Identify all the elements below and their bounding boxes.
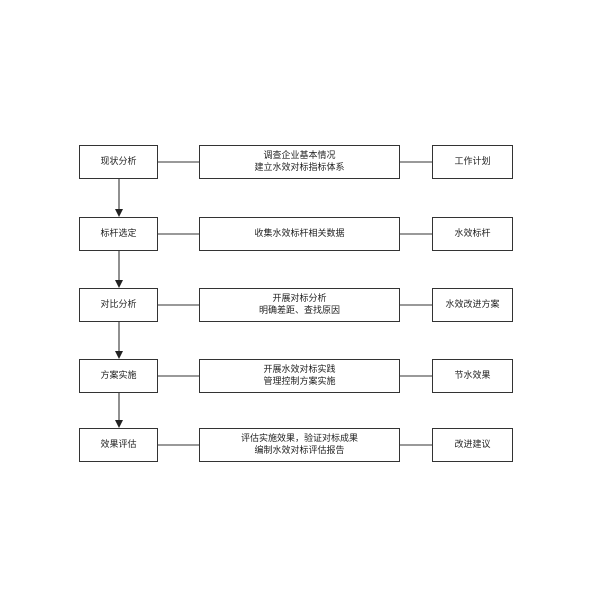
output-label: 工作计划 [454, 157, 491, 167]
detail-line: 明确差距、查找原因 [258, 306, 340, 316]
output-label: 水效改进方案 [445, 300, 500, 310]
step-box-comparative-analysis: 对比分析 [79, 288, 158, 322]
detail-line: 编制水效对标评估报告 [254, 446, 345, 456]
step-label: 效果评估 [100, 440, 137, 450]
detail-box-benchmark-selection: 收集水效标杆相关数据 [199, 217, 400, 251]
step-box-current-analysis: 现状分析 [79, 145, 158, 179]
detail-line: 评估实施效果，验证对标成果 [240, 434, 358, 444]
step-box-effect-evaluation: 效果评估 [79, 428, 158, 462]
output-box-work-plan: 工作计划 [432, 145, 513, 179]
detail-line: 建立水效对标指标体系 [254, 163, 345, 173]
output-box-water-benchmark: 水效标杆 [432, 217, 513, 251]
detail-line: 开展水效对标实践 [263, 365, 336, 375]
output-box-improvement-suggestions: 改进建议 [432, 428, 513, 462]
detail-box-comparative-analysis: 开展对标分析 明确差距、查找原因 [199, 288, 400, 322]
step-label: 方案实施 [100, 371, 137, 381]
detail-box-plan-implementation: 开展水效对标实践 管理控制方案实施 [199, 359, 400, 393]
step-box-benchmark-selection: 标杆选定 [79, 217, 158, 251]
detail-line: 调查企业基本情况 [263, 151, 336, 161]
detail-line: 收集水效标杆相关数据 [254, 229, 345, 239]
output-label: 节水效果 [454, 371, 491, 381]
step-box-plan-implementation: 方案实施 [79, 359, 158, 393]
detail-line: 开展对标分析 [272, 294, 327, 304]
detail-box-effect-evaluation: 评估实施效果，验证对标成果 编制水效对标评估报告 [199, 428, 400, 462]
detail-box-current-analysis: 调查企业基本情况 建立水效对标指标体系 [199, 145, 400, 179]
step-label: 对比分析 [100, 300, 137, 310]
step-label: 标杆选定 [100, 229, 137, 239]
output-label: 水效标杆 [454, 229, 491, 239]
output-box-improvement-plan: 水效改进方案 [432, 288, 513, 322]
step-label: 现状分析 [100, 157, 137, 167]
output-box-water-saving-effect: 节水效果 [432, 359, 513, 393]
output-label: 改进建议 [454, 440, 491, 450]
detail-line: 管理控制方案实施 [263, 377, 336, 387]
